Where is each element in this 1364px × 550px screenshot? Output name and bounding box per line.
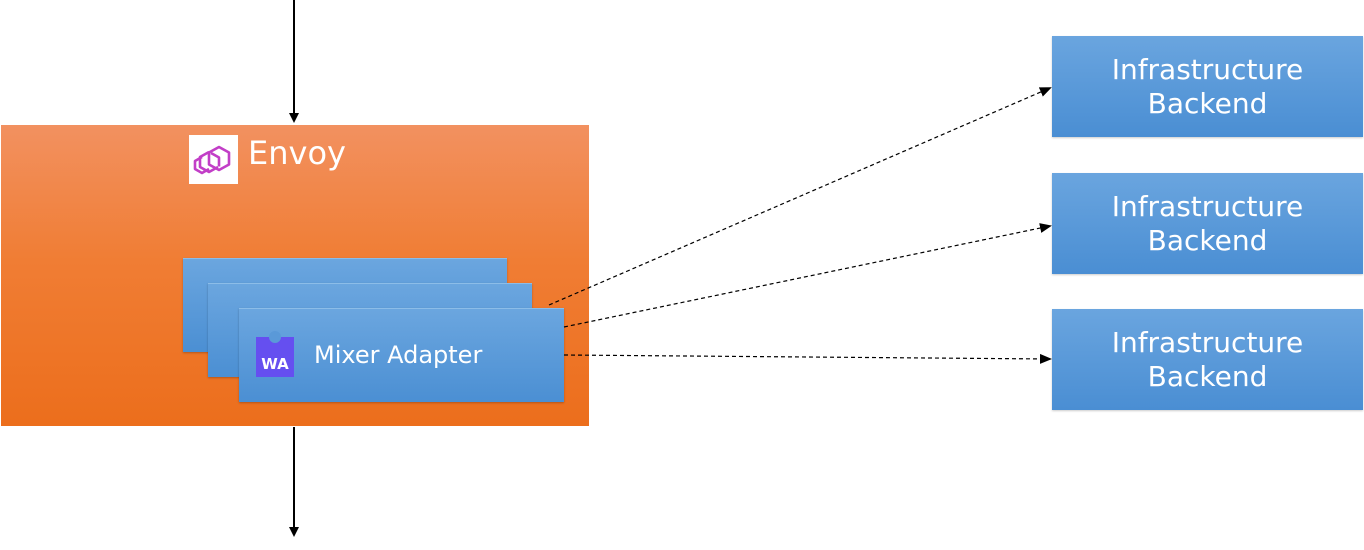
backend-3-line2: Backend bbox=[1147, 359, 1268, 393]
mixer-adapter-label: Mixer Adapter bbox=[314, 341, 483, 369]
infrastructure-backend-2: Infrastructure Backend bbox=[1052, 173, 1363, 274]
backend-2-line2: Backend bbox=[1147, 223, 1268, 257]
backend-3-line1: Infrastructure bbox=[1111, 325, 1304, 359]
envoy-logo-icon bbox=[189, 135, 238, 184]
webassembly-icon-text: WA bbox=[261, 355, 289, 373]
backend-1-line2: Backend bbox=[1147, 86, 1268, 120]
infrastructure-backend-3: Infrastructure Backend bbox=[1052, 309, 1363, 410]
webassembly-icon-notch bbox=[269, 331, 281, 343]
backend-2-line1: Infrastructure bbox=[1111, 189, 1304, 223]
backend-1-line1: Infrastructure bbox=[1111, 52, 1304, 86]
webassembly-icon: WA bbox=[256, 331, 294, 377]
envoy-title: Envoy bbox=[248, 134, 346, 172]
infrastructure-backend-1: Infrastructure Backend bbox=[1052, 36, 1363, 137]
